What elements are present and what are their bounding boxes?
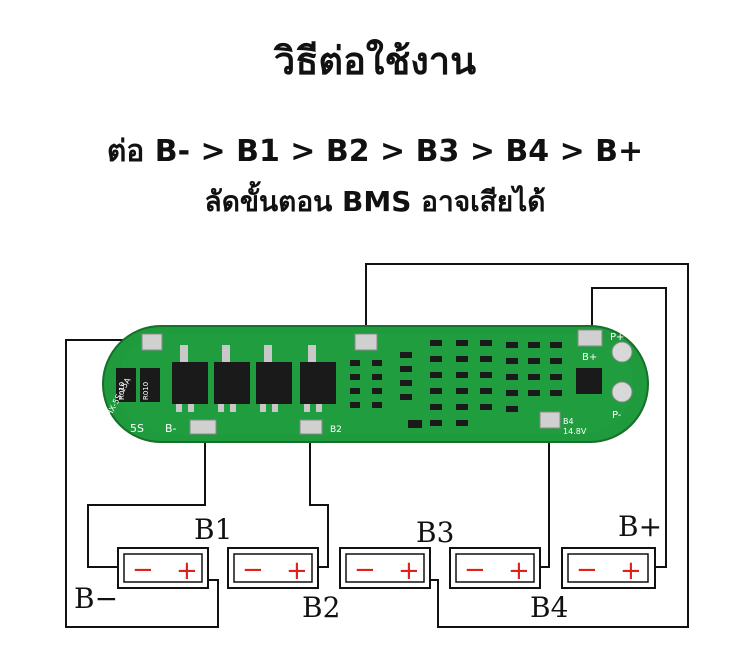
wiring-order-instruction: ต่อ B- > B1 > B2 > B3 > B4 > B+ bbox=[106, 134, 644, 169]
cell-5-minus: − bbox=[576, 555, 598, 585]
label-b1: B1 bbox=[194, 513, 232, 546]
board-pminus-label: P- bbox=[612, 410, 622, 421]
wire-b1 bbox=[87, 432, 206, 568]
smd-components bbox=[350, 340, 562, 428]
pad-b2-pad bbox=[299, 419, 323, 435]
wire-b3 bbox=[365, 263, 689, 628]
board-pplus-label: P+ bbox=[610, 332, 624, 343]
cell-1-minus: − bbox=[132, 555, 154, 585]
battery-cell-3: − + bbox=[339, 547, 431, 589]
pad-bminus bbox=[141, 333, 163, 351]
pad-b3 bbox=[354, 333, 378, 351]
board-b2-label: B2 bbox=[330, 425, 342, 435]
resistor-r010-2 bbox=[140, 368, 160, 402]
ic-chip bbox=[576, 368, 602, 394]
pad-pplus bbox=[611, 341, 633, 363]
cell-4-plus: + bbox=[508, 556, 530, 586]
cell-2-minus: − bbox=[242, 555, 264, 585]
board-5s-label: 5S bbox=[130, 422, 144, 435]
resistor-label-1: R010 bbox=[118, 382, 126, 400]
page-title: วิธีต่อใช้งาน bbox=[273, 39, 477, 83]
label-b4: B4 bbox=[530, 591, 568, 624]
board-voltage-label: 14.8V bbox=[563, 427, 587, 436]
resistor-label-2: R010 bbox=[142, 382, 150, 400]
wire-b2 bbox=[309, 432, 329, 568]
label-bminus: B− bbox=[74, 582, 118, 615]
pad-b4-pad bbox=[539, 411, 561, 429]
pad-bplus-pad bbox=[577, 329, 603, 347]
battery-cell-1: − + bbox=[117, 547, 209, 589]
wire-bplus bbox=[591, 287, 667, 568]
bms-board: 5S B- B2 B4 14.8V B+ P+ P- R010 R010 HX-… bbox=[102, 325, 649, 443]
battery-cells: − + − + − + − + − + bbox=[117, 547, 656, 589]
battery-cell-5: − + bbox=[561, 547, 656, 589]
label-bplus: B+ bbox=[618, 510, 662, 543]
cell-3-plus: + bbox=[398, 556, 420, 586]
cell-4-minus: − bbox=[464, 555, 486, 585]
wire-b4 bbox=[540, 426, 550, 568]
warning-text: ลัดขั้นตอน BMS อาจเสียได้ bbox=[204, 185, 546, 218]
board-bminus-label: B- bbox=[165, 422, 177, 435]
cell-3-minus: − bbox=[354, 555, 376, 585]
label-b2: B2 bbox=[302, 591, 340, 624]
label-b3: B3 bbox=[416, 516, 454, 549]
pad-pminus bbox=[611, 381, 633, 403]
pad-b1 bbox=[189, 419, 217, 435]
resistor-r010-1 bbox=[116, 368, 136, 402]
wires bbox=[65, 263, 689, 628]
battery-cell-2: − + bbox=[227, 547, 319, 589]
battery-cell-4: − + bbox=[449, 547, 541, 589]
cell-2-plus: + bbox=[286, 556, 308, 586]
wire-bminus bbox=[65, 339, 219, 628]
board-b4-label: B4 bbox=[563, 417, 574, 426]
cell-5-plus: + bbox=[620, 556, 642, 586]
cell-1-plus: + bbox=[176, 556, 198, 586]
mosfets bbox=[172, 345, 336, 412]
board-bplus-label: B+ bbox=[582, 352, 597, 363]
